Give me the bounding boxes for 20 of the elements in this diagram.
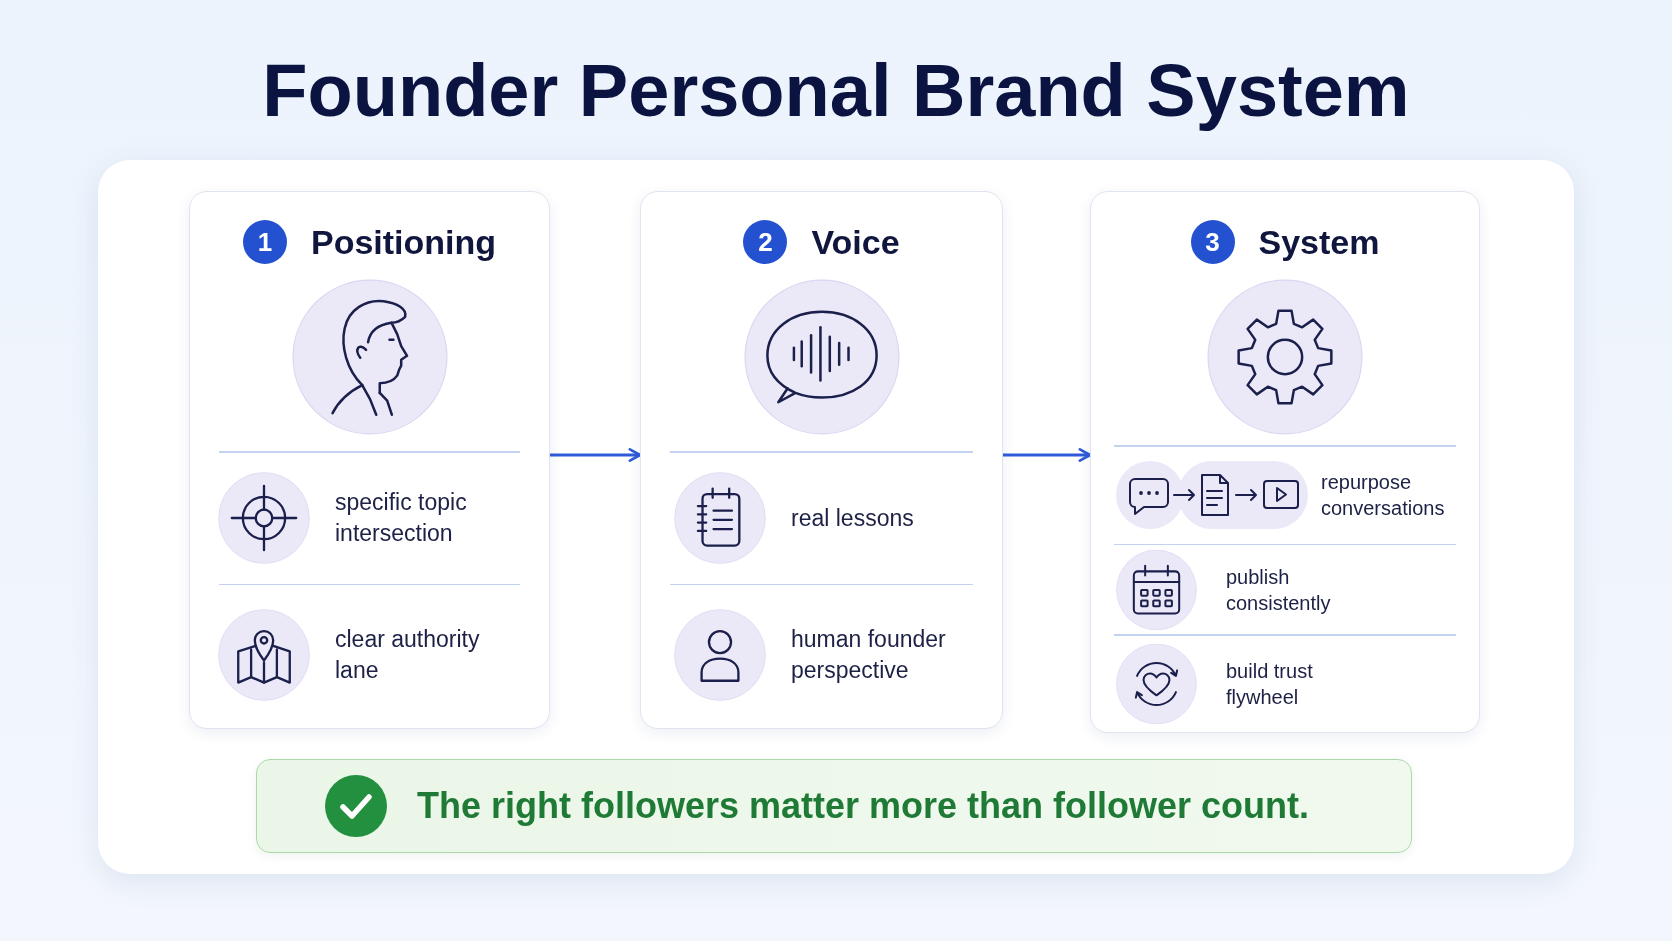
takeaway-banner [256,759,1412,853]
step-card [1090,191,1480,733]
step-card [640,191,1003,729]
arrow [1001,448,1092,462]
card-heading: System [1258,222,1380,263]
item-text: build trust flywheel [1226,658,1314,710]
item-text: human founder perspective [791,625,947,685]
banner-text: The right followers matter more than follower count. [417,784,1310,828]
arrow [548,448,642,462]
number-badge: 2 [743,220,788,264]
item-text: repurpose conversations [1321,470,1446,521]
step-card [189,191,550,729]
card-heading: Positioning [310,222,497,263]
item-text: clear authority lane [335,625,481,685]
item-text: real lessons [791,503,915,533]
item-text: specific topic intersection [335,488,468,548]
card-heading: Voice [811,222,900,263]
number-badge: 3 [1190,220,1235,264]
item-text: publish consistently [1226,564,1332,616]
number-badge: 1 [242,220,287,264]
